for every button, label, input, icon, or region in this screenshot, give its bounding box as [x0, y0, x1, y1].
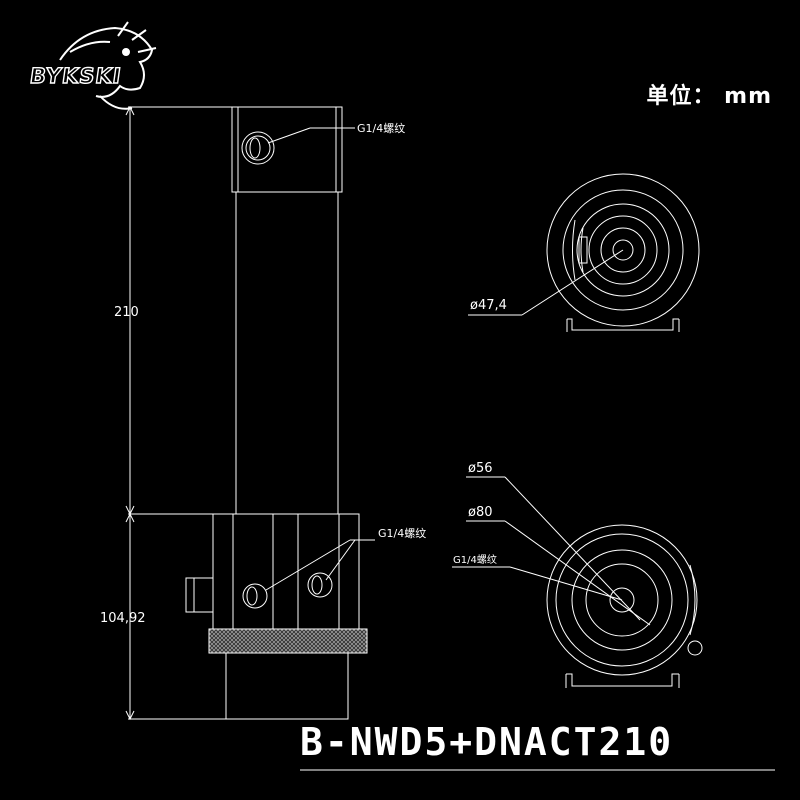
dim-base-height: 104,92: [100, 611, 146, 626]
dim-inner-diameter: ø56: [468, 461, 493, 476]
base-port-right-icon: [307, 572, 333, 598]
leader-top-port: [267, 127, 311, 144]
pump-base: [212, 513, 360, 630]
bottom-view: [546, 524, 703, 688]
dim-tube-length: 210: [114, 305, 139, 320]
leader-base-port-a: [265, 539, 351, 591]
dim-outer-diameter: ø80: [468, 505, 493, 520]
base-port-left-icon: [242, 583, 268, 609]
model-number: B-NWD5+DNACT210: [300, 720, 674, 764]
callout-top-port: G1/4螺纹: [357, 121, 405, 135]
reservoir-tube: [235, 191, 339, 515]
dim-top-diameter: ø47,4: [470, 298, 507, 313]
unit-label: 单位： mm: [646, 84, 772, 109]
top-port-icon: [241, 131, 275, 165]
top-view: [546, 173, 700, 332]
leader-base-port-b: [325, 539, 356, 581]
side-view: [185, 106, 368, 720]
callout-bottom-port: G1/4螺纹: [453, 553, 497, 566]
side-fitting: [185, 577, 214, 613]
dragon-logo-icon: [59, 21, 157, 110]
top-cap: [231, 106, 343, 193]
knurled-ring: [208, 628, 368, 654]
pump-body: [225, 652, 349, 720]
callout-side-port: G1/4螺纹: [378, 526, 426, 540]
